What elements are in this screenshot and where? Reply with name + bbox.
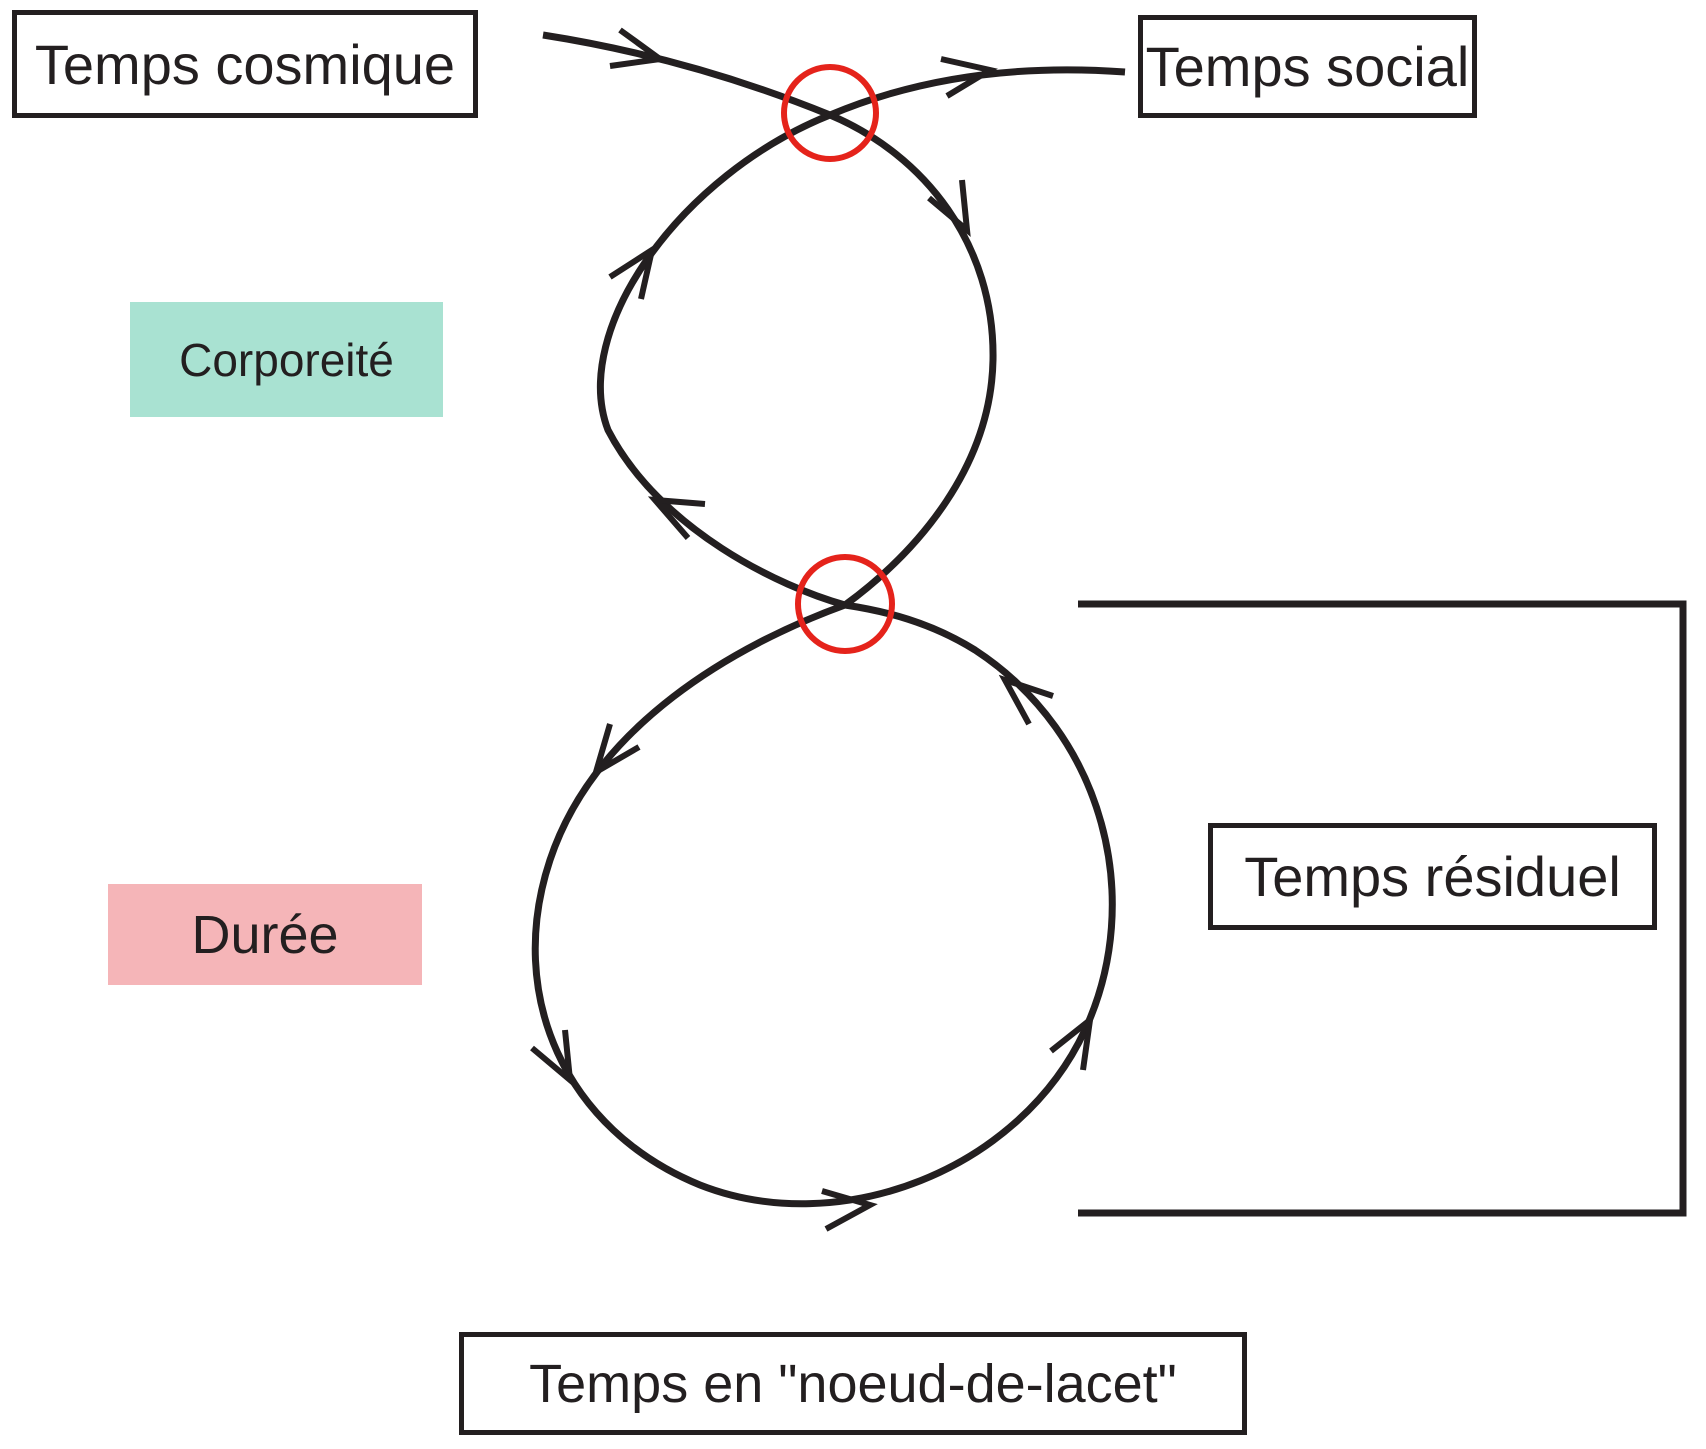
arrow-exit-line (940, 56, 998, 99)
tag-duree: Durée (108, 884, 422, 985)
arrow-lower-loop-upper-left (591, 723, 641, 779)
duree-label: Durée (191, 904, 339, 965)
box-temps-social: Temps social (1138, 15, 1477, 118)
flow-arrows (530, 27, 1095, 1232)
arrow-upper-loop-left-up (608, 243, 657, 300)
arrow-upper-loop-right (927, 179, 971, 238)
temps-residuel-label: Temps résiduel (1244, 845, 1621, 908)
box-temps-residuel: Temps résiduel (1208, 823, 1657, 930)
box-temps-cosmique: Temps cosmique (12, 10, 478, 118)
temps-cosmique-label: Temps cosmique (34, 32, 456, 96)
arrow-lower-loop-upper-right (998, 674, 1054, 726)
arrow-entry-line (609, 27, 668, 69)
crossing-ring-middle (795, 554, 895, 654)
box-noeud-de-lacet: Temps en "noeud-de-lacet" (459, 1332, 1247, 1435)
corporeite-label: Corporeité (179, 333, 394, 386)
temps-social-label: Temps social (1145, 35, 1470, 98)
arrow-lower-loop-bottom (821, 1188, 878, 1232)
crossing-ring-top (781, 64, 879, 162)
figure-eight-path (531, 31, 1126, 1208)
arrow-upper-loop-lower-left (647, 496, 706, 540)
arrow-lower-loop-right (1049, 1012, 1095, 1071)
residual-bracket (1078, 600, 1687, 1217)
noeud-de-lacet-label: Temps en "noeud-de-lacet" (529, 1353, 1177, 1414)
arrow-lower-loop-lower-left (530, 1029, 574, 1088)
tag-corporeite: Corporeité (130, 302, 443, 417)
